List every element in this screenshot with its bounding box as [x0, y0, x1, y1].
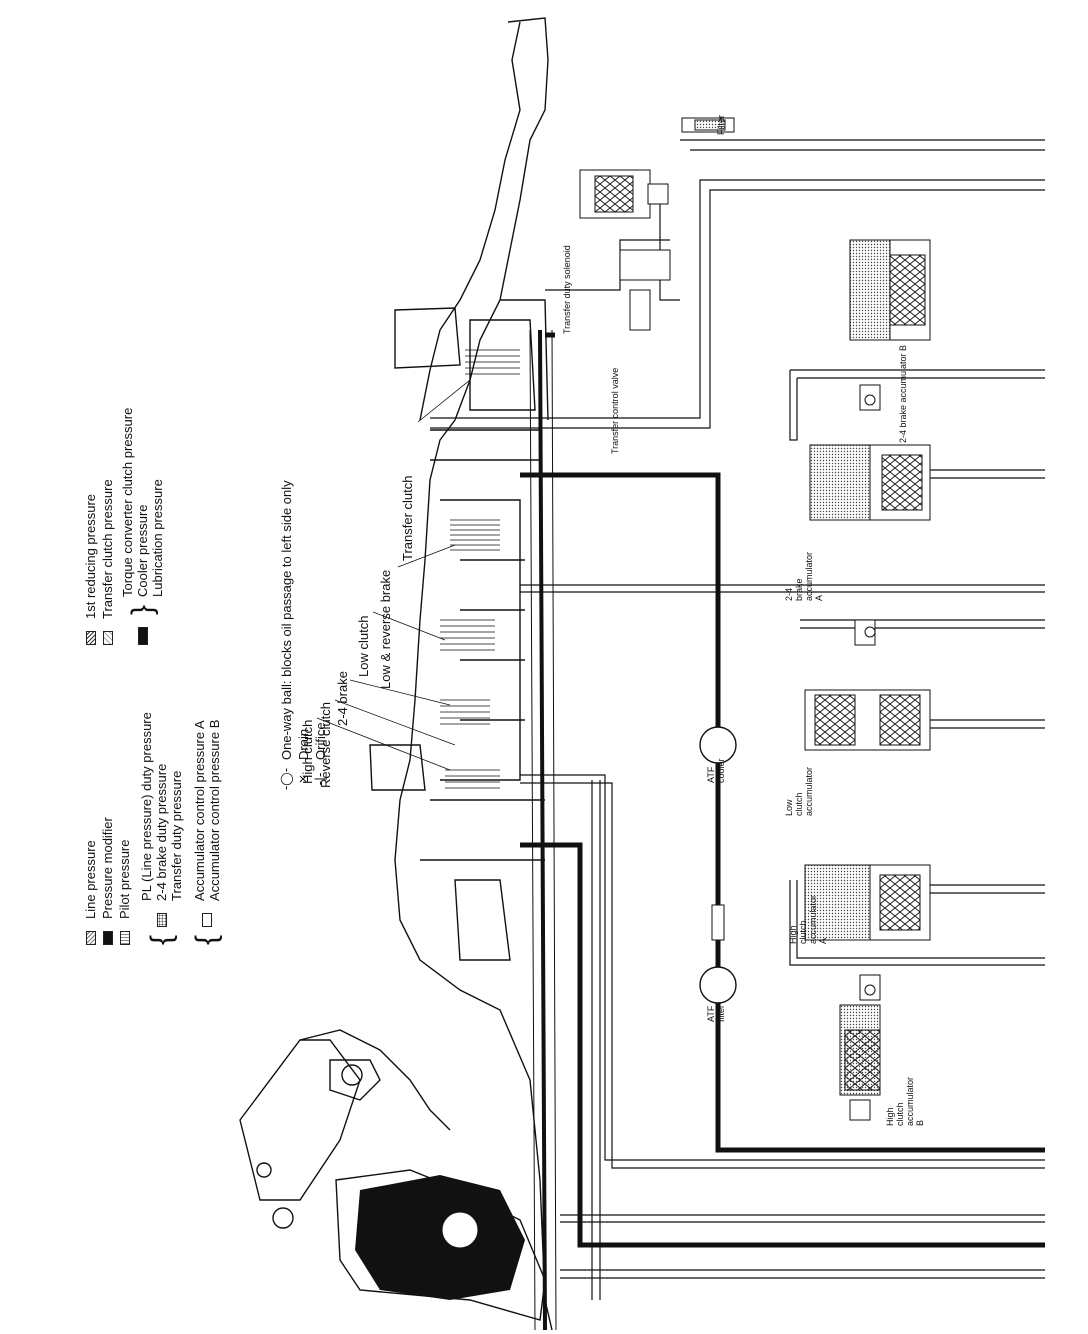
accumulator-high-clutch-b — [839, 974, 881, 1121]
hydraulic-lines — [430, 139, 1045, 1300]
clutch-packs — [440, 349, 520, 789]
swatch-accumulator-pressure — [202, 912, 212, 927]
accumulator-high-clutch-a — [804, 864, 931, 941]
legend-label: Torque converter clutch pressure — [120, 407, 135, 597]
label-atf-filter: ATF filter — [706, 1004, 726, 1022]
label-2-4-brake-accumulator-a: 2-4 brake accumulator A — [784, 551, 824, 601]
accumulator-2-4-brake-b — [849, 239, 931, 411]
label-2-4-brake-accumulator-b: 2-4 brake accumulator B — [898, 344, 908, 443]
label-transfer-control-valve: Transfer control valve — [610, 367, 620, 454]
accumulator-2-4-brake-a — [809, 444, 931, 521]
swatch-pilot-pressure — [119, 931, 130, 945]
symbol-one-way-ball: -◯- One-way ball: blocks oil passage to … — [278, 480, 295, 792]
inline-orifice — [711, 904, 725, 941]
label-low-reverse-brake: Low & reverse brake — [378, 569, 393, 689]
legend-label: Transfer duty pressure — [169, 770, 184, 901]
label-2-4-brake: 2-4 brake — [335, 671, 350, 726]
legend-label: Pressure modifier — [100, 817, 115, 919]
swatch-transfer-clutch — [102, 631, 113, 645]
legend-label: Transfer clutch pressure — [100, 479, 115, 619]
label-filter: Filter — [716, 115, 726, 135]
label-low-clutch-accumulator: Low clutch accumulator — [784, 766, 814, 816]
label-low-clutch: Low clutch — [356, 615, 371, 677]
legend-label: Line pressure — [83, 840, 98, 919]
label-high-clutch-accumulator-a: High clutch accumulator A — [788, 894, 828, 944]
legend-label: 1st reducing pressure — [83, 493, 98, 619]
legend-item-transfer-clutch: Transfer clutch pressure — [99, 408, 116, 645]
swatch-duty-pressure — [156, 912, 167, 927]
legend-group-accumulator: { Accumulator control pressure A Accumul… — [190, 712, 223, 945]
legend-column-1: Line pressure Pressure modifier Pilot pr… — [82, 712, 223, 945]
label-transfer-duty-solenoid: Transfer duty solenoid — [562, 245, 572, 334]
filter — [681, 117, 735, 133]
legend-label: Pilot pressure — [117, 839, 132, 919]
swatch-1st-reducing — [85, 631, 96, 645]
legend-label: Lubrication pressure — [150, 479, 165, 597]
label-atf-cooler: ATF cooler — [706, 758, 726, 783]
one-way-balls — [864, 394, 876, 996]
atf-cooler — [699, 726, 737, 764]
brace: } — [125, 604, 159, 615]
symbol-label: One-way ball: blocks oil passage to left… — [279, 480, 294, 760]
brace: { — [190, 934, 223, 945]
transfer-duty-solenoid — [579, 169, 669, 219]
legend-item-pressure-modifier: Pressure modifier — [99, 712, 116, 945]
legend-label: PL (Line pressure) duty pressure — [139, 712, 154, 901]
label-high-clutch: High clutch — [300, 719, 315, 784]
legend-label: Accumulator control pressure A — [192, 720, 207, 901]
legend-item-1st-reducing: 1st reducing pressure — [82, 408, 99, 645]
swatch-line-pressure — [85, 931, 96, 945]
legend-column-2: 1st reducing pressure Transfer clutch pr… — [82, 408, 165, 645]
label-high-clutch-accumulator-b: High clutch accumulator B — [885, 1076, 925, 1126]
transfer-control-valve — [619, 249, 671, 331]
accumulator-low-clutch — [804, 619, 931, 751]
legend-label: Accumulator control pressure B — [207, 719, 222, 901]
leader-lines — [316, 379, 471, 771]
legend-label: 2-4 brake duty pressure — [154, 763, 169, 901]
legend-item-pilot-pressure: Pilot pressure — [116, 712, 133, 945]
label-reverse-clutch: Reverse clutch — [318, 702, 333, 788]
legend-group-converter: } Torque converter clutch pressure Coole… — [120, 408, 165, 645]
swatch-pressure-modifier — [102, 931, 113, 945]
swatch-lubrication — [137, 627, 148, 645]
one-way-ball-icon: -◯- — [279, 767, 293, 791]
atf-filter — [699, 966, 737, 1004]
label-transfer-clutch: Transfer clutch — [400, 475, 415, 562]
brace: { — [144, 934, 178, 945]
torque-converter — [355, 1175, 525, 1300]
main-shaft — [529, 329, 557, 1331]
legend-label: Cooler pressure — [135, 504, 150, 597]
legend-item-line-pressure: Line pressure — [82, 712, 99, 945]
legend-group-duty: { PL (Line pressure) duty pressure 2-4 b… — [139, 712, 184, 945]
